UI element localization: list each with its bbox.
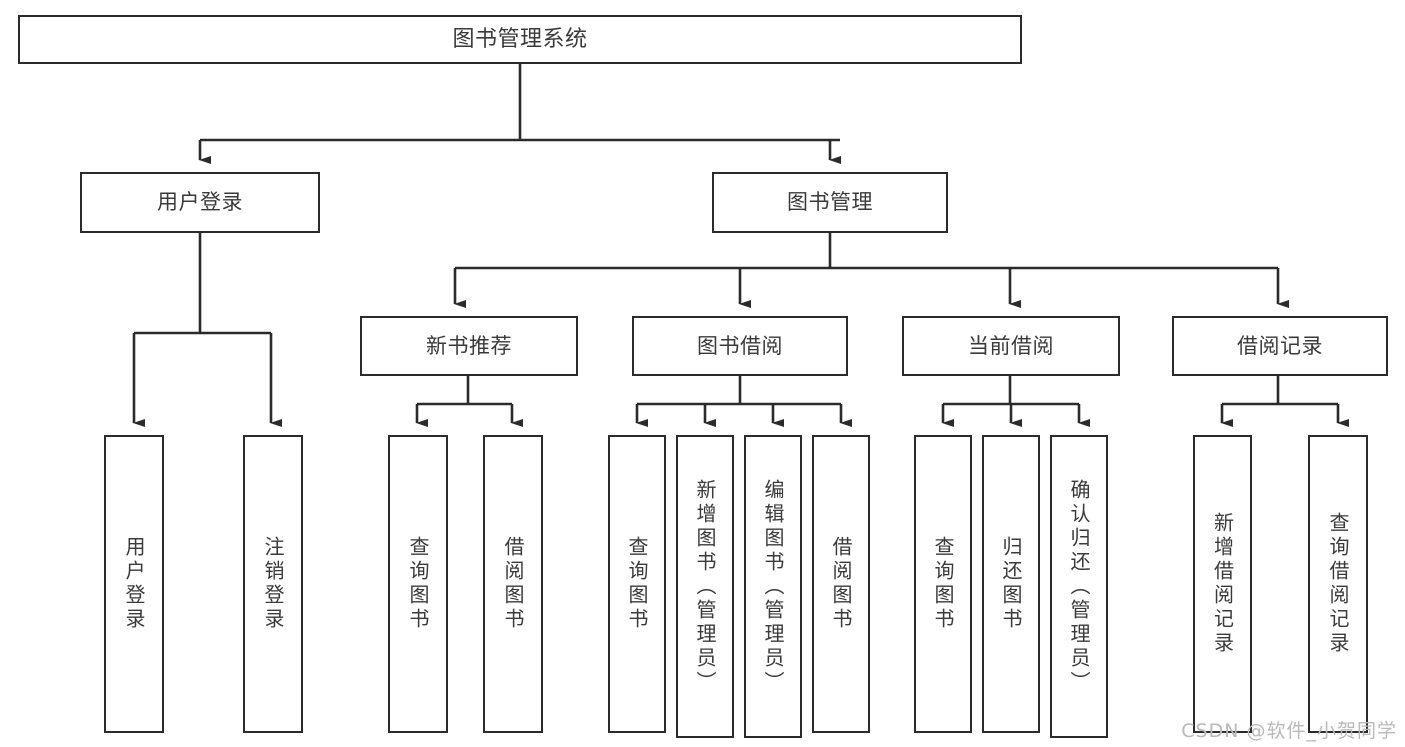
node-book-management[interactable]: 图书管理 — [712, 172, 948, 233]
node-borrow-record[interactable]: 借阅记录 — [1172, 316, 1388, 376]
node-label: 借阅图书 — [829, 536, 853, 632]
leaf-current-query-book[interactable]: 查询图书 — [914, 435, 972, 733]
node-new-book-recommend[interactable]: 新书推荐 — [360, 316, 578, 376]
node-label: 图书借阅 — [697, 333, 783, 358]
leaf-record-add-record[interactable]: 新增借阅记录 — [1193, 435, 1252, 733]
node-label: 用户登录 — [157, 190, 243, 215]
node-label: 注销登录 — [261, 536, 285, 632]
leaf-recommend-query-book[interactable]: 查询图书 — [388, 435, 448, 733]
leaf-recommend-borrow-book[interactable]: 借阅图书 — [483, 435, 543, 733]
node-label: 查询借阅记录 — [1326, 512, 1350, 656]
node-label: 新增借阅记录 — [1210, 512, 1235, 656]
node-book-borrow[interactable]: 图书借阅 — [632, 316, 848, 376]
node-label: 确认归还（管理员） — [1067, 478, 1091, 695]
node-label: 查询图书 — [931, 536, 955, 632]
node-label: 用户登录 — [122, 536, 146, 632]
watermark: CSDN @软件_小贺同学 — [1181, 720, 1397, 742]
leaf-user-login[interactable]: 用户登录 — [104, 435, 164, 733]
node-label: 查询图书 — [406, 536, 430, 632]
node-label: 当前借阅 — [968, 333, 1054, 358]
node-root-system[interactable]: 图书管理系统 — [18, 15, 1022, 64]
leaf-borrow-query-book[interactable]: 查询图书 — [608, 435, 666, 733]
node-user-login[interactable]: 用户登录 — [80, 172, 320, 233]
node-label: 借阅图书 — [501, 536, 525, 632]
leaf-borrow-add-book-admin[interactable]: 新增图书（管理员） — [676, 435, 734, 738]
leaf-record-query-record[interactable]: 查询借阅记录 — [1308, 435, 1368, 733]
node-label: 新增图书（管理员） — [693, 478, 717, 695]
node-label: 编辑图书（管理员） — [761, 478, 785, 695]
leaf-current-return-book[interactable]: 归还图书 — [982, 435, 1040, 733]
node-label: 图书管理 — [787, 190, 873, 215]
node-label: 新书推荐 — [426, 333, 512, 358]
node-label: 查询图书 — [625, 536, 649, 632]
leaf-borrow-borrow-book[interactable]: 借阅图书 — [812, 435, 870, 733]
leaf-user-logout[interactable]: 注销登录 — [243, 435, 303, 733]
leaf-borrow-edit-book-admin[interactable]: 编辑图书（管理员） — [744, 435, 802, 738]
leaf-current-confirm-return-admin[interactable]: 确认归还（管理员） — [1050, 435, 1108, 738]
node-current-borrow[interactable]: 当前借阅 — [902, 316, 1120, 376]
node-label: 借阅记录 — [1237, 333, 1323, 358]
node-label: 归还图书 — [999, 536, 1023, 632]
node-label: 图书管理系统 — [452, 26, 588, 52]
